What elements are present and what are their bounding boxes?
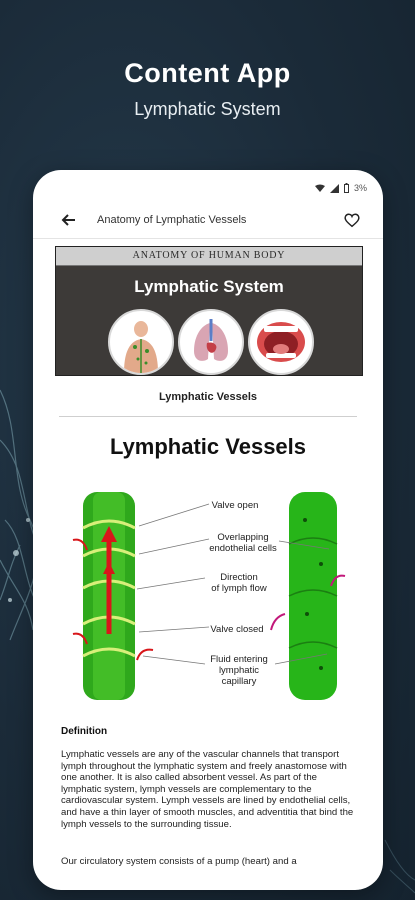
- label-overlapping-2: endothelial cells: [209, 543, 277, 554]
- battery-icon: [343, 183, 349, 193]
- label-direction-1: Direction: [220, 572, 258, 583]
- left-vessel-illustration: [72, 492, 154, 700]
- wifi-icon: [314, 184, 325, 192]
- label-fluid-2: lymphatic: [219, 665, 259, 676]
- hero-subtitle: Lymphatic System: [134, 99, 281, 119]
- torso-lymph-illustration: [108, 309, 174, 375]
- definition-heading: Definition: [61, 726, 108, 737]
- label-valve-closed: Valve closed: [210, 624, 263, 635]
- label-valve-open: Valve open: [212, 500, 259, 511]
- right-vessel-illustration: [270, 492, 346, 700]
- phone-frame: 3% Anatomy of Lymphatic Vessels ANATOMY …: [33, 170, 383, 890]
- label-fluid-3: capillary: [222, 676, 257, 687]
- app-bar-title: Anatomy of Lymphatic Vessels: [97, 214, 247, 226]
- banner-strip-text: ANATOMY OF HUMAN BODY: [56, 247, 362, 266]
- lymphatic-vessels-diagram: Lymphatic Vessels: [59, 424, 357, 708]
- lymphatic-system-banner-image: ANATOMY OF HUMAN BODY Lymphatic System: [55, 246, 363, 376]
- diagram-title: Lymphatic Vessels: [109, 434, 307, 459]
- battery-percent: 3%: [353, 183, 367, 193]
- hero-title: Content App: [124, 58, 291, 88]
- definition-paragraph-1: Lymphatic vessels are any of the vascula…: [61, 749, 354, 830]
- app-bar: Anatomy of Lymphatic Vessels: [33, 204, 383, 239]
- heart-favorite-icon[interactable]: [343, 211, 361, 229]
- lungs-heart-illustration: [178, 309, 244, 375]
- definition-paragraph-2: Our circulatory system consists of a pum…: [61, 856, 297, 867]
- signal-icon: [329, 183, 339, 193]
- back-arrow-icon[interactable]: [59, 210, 79, 230]
- label-overlapping-1: Overlapping: [217, 532, 268, 543]
- section-title: Lymphatic Vessels: [158, 391, 258, 403]
- label-direction-2: of lymph flow: [211, 583, 267, 594]
- section-divider: [59, 416, 357, 417]
- label-fluid-1: Fluid entering: [210, 654, 268, 665]
- status-bar: 3%: [314, 180, 367, 196]
- banner-title: Lymphatic System: [134, 277, 284, 296]
- diagram-graphic: Valve open Overlapping endothelial cells…: [72, 492, 346, 700]
- mouth-throat-illustration: [248, 309, 314, 375]
